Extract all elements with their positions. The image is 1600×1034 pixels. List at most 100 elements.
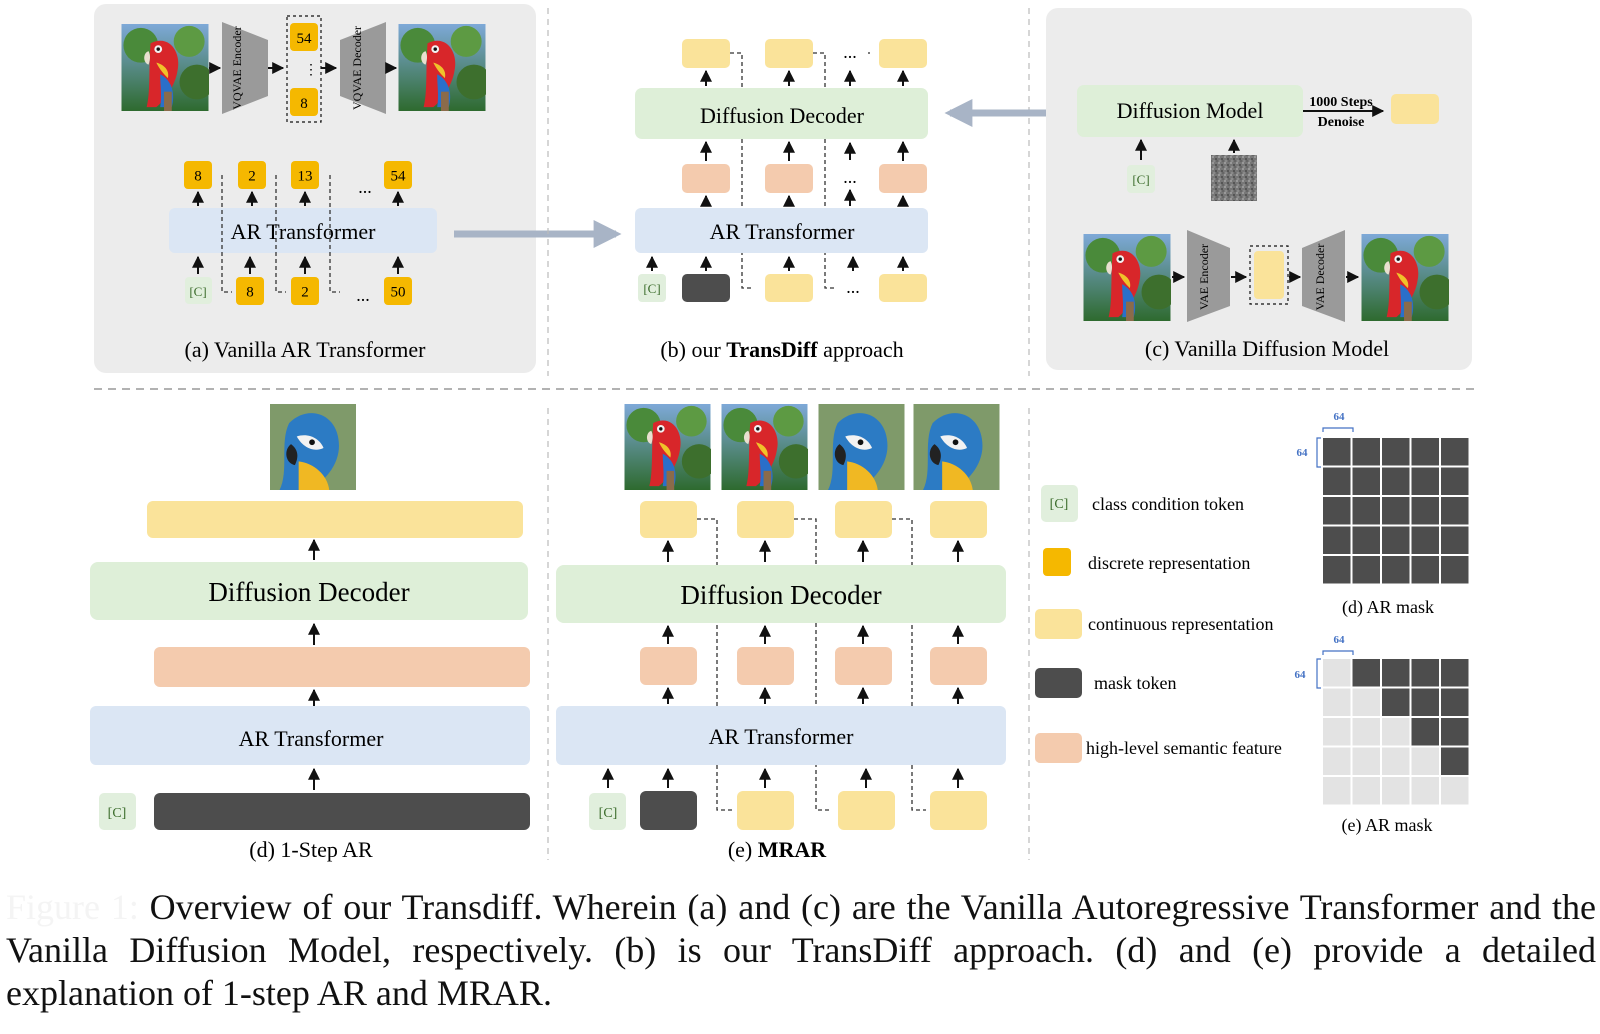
panel-c-cond-label: [C] — [1132, 172, 1149, 187]
input-parrot-image — [121, 24, 209, 111]
mask-cell — [1382, 556, 1410, 584]
panel-c-output-image — [1361, 234, 1449, 321]
vae-encoder-label: VAE Encoder — [1197, 244, 1211, 310]
panel-c-output-latent — [1391, 94, 1439, 124]
mask-cell — [1441, 659, 1469, 687]
mask-cell — [1441, 688, 1469, 716]
output-token-label: 8 — [194, 168, 202, 184]
panel-c-steps-label: 1000 Steps — [1309, 95, 1373, 110]
continuous-output — [765, 39, 813, 68]
figure-caption-text: Overview of our Transdiff. Wherein (a) a… — [6, 887, 1596, 1013]
panel-a-ar-transformer-label: AR Transformer — [231, 219, 377, 244]
vae-decoder-label: VAE Decoder — [1313, 244, 1327, 311]
input-token — [236, 277, 264, 305]
mask-cell — [1323, 688, 1351, 716]
legend-cond-symbol: [C] — [1050, 497, 1069, 512]
output-token-ellipsis: ... — [358, 177, 372, 197]
legend-item-class-condition: class condition token — [1092, 494, 1244, 514]
input-token — [384, 277, 412, 305]
panel-e-diffusion-decoder — [556, 565, 1006, 623]
panel-e-output-image-4 — [913, 404, 1000, 490]
mask-cell — [1411, 747, 1439, 775]
vae-encoder-block — [1187, 230, 1230, 322]
panel-c-diffusion-model-label: Diffusion Model — [1117, 98, 1264, 123]
dashed-connector — [892, 518, 926, 811]
panel-c-denoise-label: Denoise — [1318, 115, 1365, 130]
mask-cell — [1382, 438, 1410, 466]
mask-d-col-size: 64 — [1334, 411, 1346, 423]
mask-cell — [1411, 556, 1439, 584]
panel-c-cond-token — [1127, 165, 1155, 193]
continuous-input — [737, 791, 794, 830]
panel-e-output-image-2 — [721, 404, 808, 490]
semantic-feature — [930, 647, 987, 685]
panel-a-cond-token — [185, 277, 212, 304]
panel-b-diffusion-decoder-label: Diffusion Decoder — [700, 103, 865, 128]
ar-mask-d-grid — [1323, 438, 1469, 584]
semantic-feature — [682, 164, 730, 193]
mask-cell — [1411, 688, 1439, 716]
mask-cell — [1352, 777, 1380, 805]
panel-d-caption: (d) 1-Step AR — [249, 837, 373, 862]
mask-cell — [1352, 718, 1380, 746]
ar-mask-d-caption: (d) AR mask — [1342, 597, 1434, 618]
mask-cell — [1323, 659, 1351, 687]
continuous-output — [682, 39, 730, 68]
latent-token-top — [290, 23, 318, 51]
legend-mask-swatch — [1035, 668, 1082, 698]
mask-cell — [1323, 747, 1351, 775]
dashed-connector — [221, 175, 232, 293]
b-ellipsis: ... — [843, 42, 857, 62]
mask-cell — [1352, 688, 1380, 716]
semantic-feature — [737, 647, 794, 685]
mask-cell — [1411, 777, 1439, 805]
mask-cell — [1441, 526, 1469, 554]
semantic-feature — [835, 647, 892, 685]
legend-semantic-swatch — [1035, 733, 1082, 763]
panel-b-semantic-features: ... — [682, 140, 927, 207]
semantic-feature — [879, 164, 927, 193]
legend-discrete-swatch — [1043, 548, 1071, 576]
panel-e-output-image-1 — [624, 404, 711, 490]
continuous-input — [879, 274, 927, 302]
vqvae-encoder-block — [222, 22, 268, 114]
panel-c-caption: (c) Vanilla Diffusion Model — [1145, 336, 1389, 361]
panel-d-ar-transformer-label: AR Transformer — [239, 726, 385, 751]
mask-cell — [1352, 659, 1380, 687]
latent-token-ellipsis: ⋮ — [304, 63, 318, 78]
mask-cell — [1382, 777, 1410, 805]
mask-cell — [1352, 497, 1380, 525]
panel-b-continuous-outputs: ... — [682, 39, 927, 289]
output-token — [238, 161, 266, 189]
b-ellipsis: ... — [843, 167, 857, 187]
mask-cell — [1323, 718, 1351, 746]
mask-cell — [1382, 747, 1410, 775]
panel-b-caption: (b) our TransDiff approach — [660, 337, 903, 362]
mask-cell — [1441, 747, 1469, 775]
panel-c-noise-image — [1211, 155, 1257, 201]
dashed-connector — [794, 518, 832, 811]
mask-cell — [1441, 777, 1469, 805]
continuous-output — [640, 501, 697, 538]
dashed-connector — [329, 175, 340, 293]
panel-d-diffusion-decoder-label: Diffusion Decoder — [208, 577, 409, 607]
mask-cell — [1323, 497, 1351, 525]
figure-caption: Figure 1: Overview of our Transdiff. Whe… — [6, 886, 1596, 1015]
dashed-connector — [697, 518, 733, 811]
input-token-ellipsis: ... — [356, 285, 370, 305]
mask-cell — [1411, 467, 1439, 495]
mask-cell — [1411, 718, 1439, 746]
continuous-output — [930, 501, 987, 538]
panel-d-diffusion-decoder — [90, 562, 528, 620]
legend-item-semantic: high-level semantic feature — [1086, 738, 1282, 758]
panel-c-input-image — [1083, 234, 1171, 321]
input-token — [291, 277, 319, 305]
panel-b-cond-label: [C] — [643, 281, 660, 296]
panel-d-cond-token — [99, 793, 136, 830]
mask-cell — [1352, 556, 1380, 584]
input-token-label: 50 — [391, 284, 406, 300]
panel-d-semantic-feature — [154, 647, 530, 687]
panel-e-diffusion-decoder-label: Diffusion Decoder — [680, 580, 881, 610]
mask-d-row-size: 64 — [1297, 447, 1309, 459]
mask-cell — [1382, 526, 1410, 554]
